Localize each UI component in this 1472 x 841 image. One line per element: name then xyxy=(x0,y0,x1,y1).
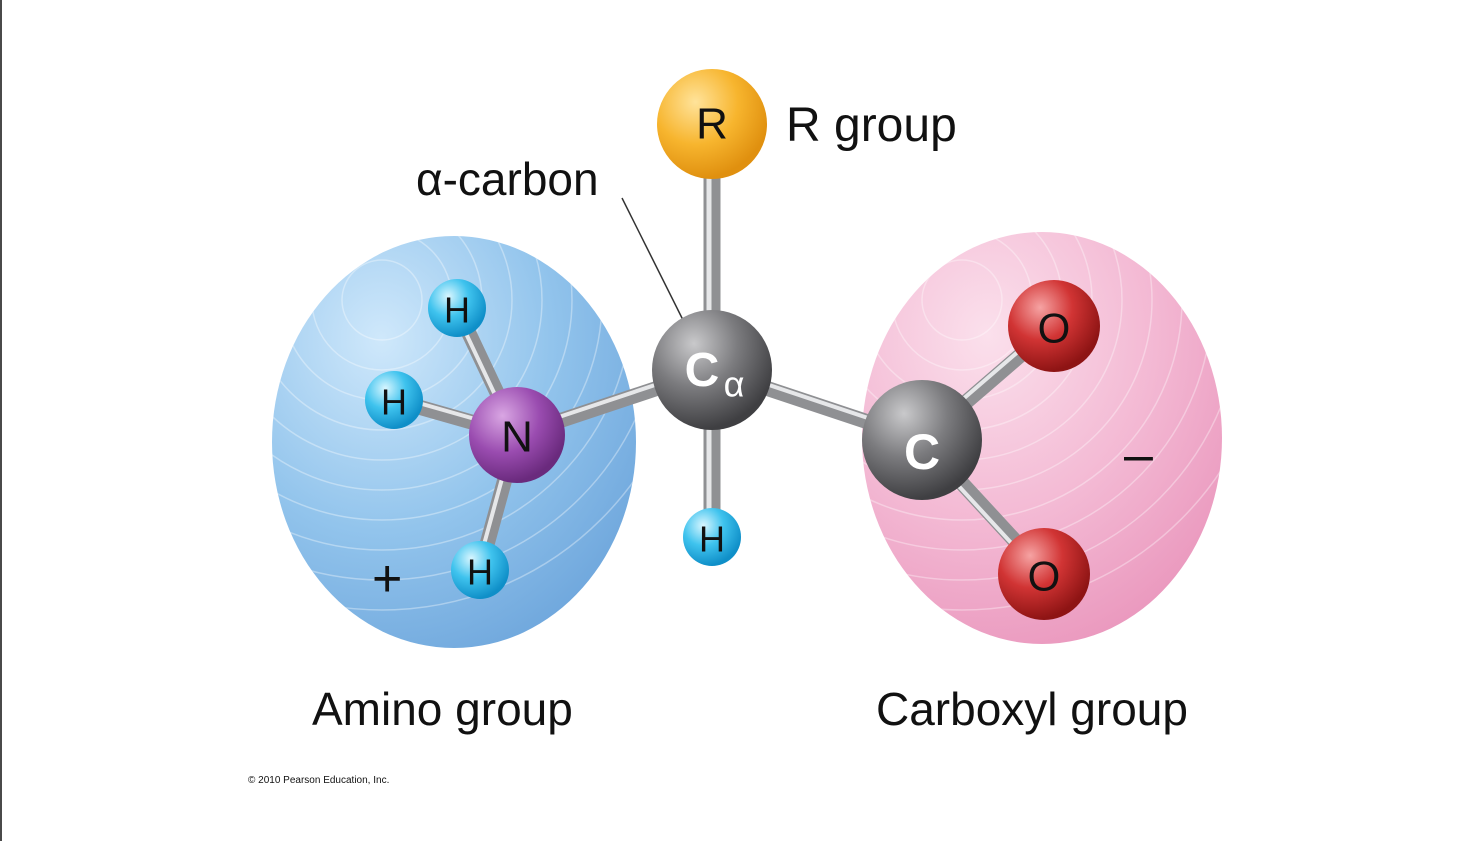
atom-h-alpha: H xyxy=(683,508,741,566)
amino-group-label: Amino group xyxy=(312,683,573,735)
atom-o-bottom: O xyxy=(998,528,1090,620)
carboxyl-group-label: Carboxyl group xyxy=(876,683,1188,735)
atom-c-alpha: C α xyxy=(652,310,772,430)
svg-text:O: O xyxy=(1038,305,1071,352)
svg-text:H: H xyxy=(467,552,493,593)
svg-text:O: O xyxy=(1028,553,1061,600)
atom-c-carboxyl: C xyxy=(862,380,982,500)
svg-text:H: H xyxy=(699,519,725,560)
atom-o-top: O xyxy=(1008,280,1100,372)
atom-h-amino-top: H xyxy=(428,279,486,337)
svg-text:C: C xyxy=(685,344,720,397)
svg-text:C: C xyxy=(904,424,940,480)
svg-text:N: N xyxy=(501,413,533,462)
positive-charge: + xyxy=(372,550,402,608)
negative-charge: – xyxy=(1124,426,1153,484)
atom-r: R xyxy=(657,69,767,179)
svg-text:H: H xyxy=(444,290,470,331)
atom-n: N xyxy=(469,387,565,483)
atom-h-amino-bottom: H xyxy=(451,541,509,599)
svg-text:H: H xyxy=(381,382,407,423)
alpha-carbon-pointer-line xyxy=(621,197,685,323)
alpha-carbon-label: α-carbon xyxy=(416,153,599,205)
r-group-label: R group xyxy=(786,99,957,152)
copyright-text: © 2010 Pearson Education, Inc. xyxy=(248,775,389,786)
c-alpha-subscript: α xyxy=(724,364,745,405)
svg-text:R: R xyxy=(696,100,728,149)
atom-h-amino-left: H xyxy=(365,371,423,429)
amino-group-region xyxy=(272,236,636,648)
c-alpha-main-letter: C xyxy=(685,344,720,397)
